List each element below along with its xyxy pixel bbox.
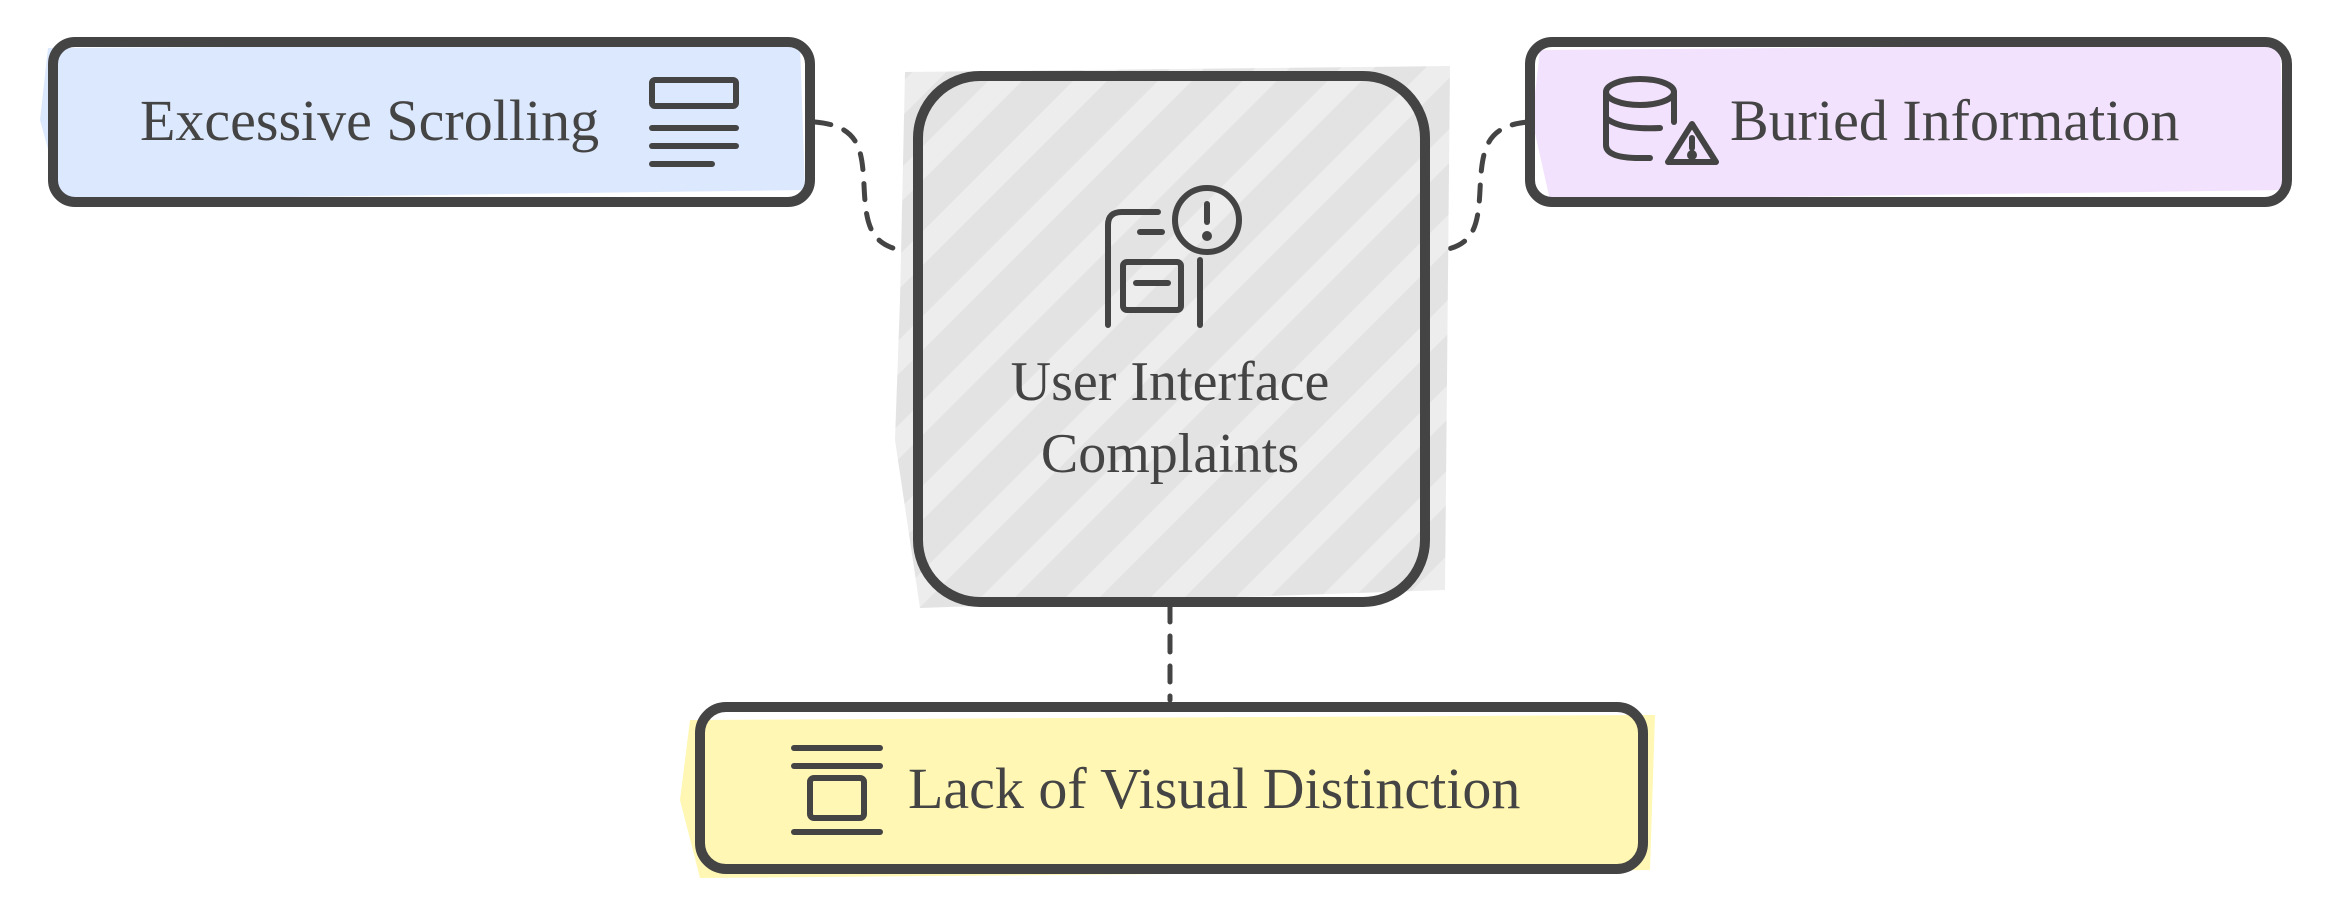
center-title-line1: User Interface xyxy=(1011,351,1330,413)
node-lack-of-visual-distinction-fill xyxy=(680,715,1655,878)
node-lack-of-visual-distinction[interactable]: Lack of Visual Distinction xyxy=(680,702,1655,878)
node-buried-information-label: Buried Information xyxy=(1730,88,2179,153)
connector-excessive-scrolling xyxy=(812,119,921,255)
center-title-line2: Complaints xyxy=(1041,423,1299,485)
node-excessive-scrolling[interactable]: Excessive Scrolling xyxy=(40,37,815,207)
node-excessive-scrolling-fill xyxy=(40,44,805,200)
node-buried-information-border xyxy=(1525,37,2292,207)
node-excessive-scrolling-label: Excessive Scrolling xyxy=(140,88,599,153)
node-excessive-scrolling-border xyxy=(48,37,815,207)
document-alert-icon xyxy=(1105,185,1242,328)
connector-buried-information xyxy=(1423,119,1531,255)
center-node-fill xyxy=(895,66,1450,608)
text-lines-icon xyxy=(649,77,739,167)
node-lack-of-visual-distinction-label: Lack of Visual Distinction xyxy=(908,756,1520,821)
center-node-border xyxy=(913,71,1430,607)
layout-frame-icon xyxy=(791,745,883,835)
node-buried-information-fill xyxy=(1532,44,2285,200)
node-lack-of-visual-distinction-border xyxy=(695,702,1648,874)
connectors xyxy=(812,119,1531,703)
center-node[interactable]: User Interface Complaints xyxy=(895,66,1450,608)
database-warning-icon xyxy=(1603,76,1719,165)
node-buried-information[interactable]: Buried Information xyxy=(1525,37,2292,207)
